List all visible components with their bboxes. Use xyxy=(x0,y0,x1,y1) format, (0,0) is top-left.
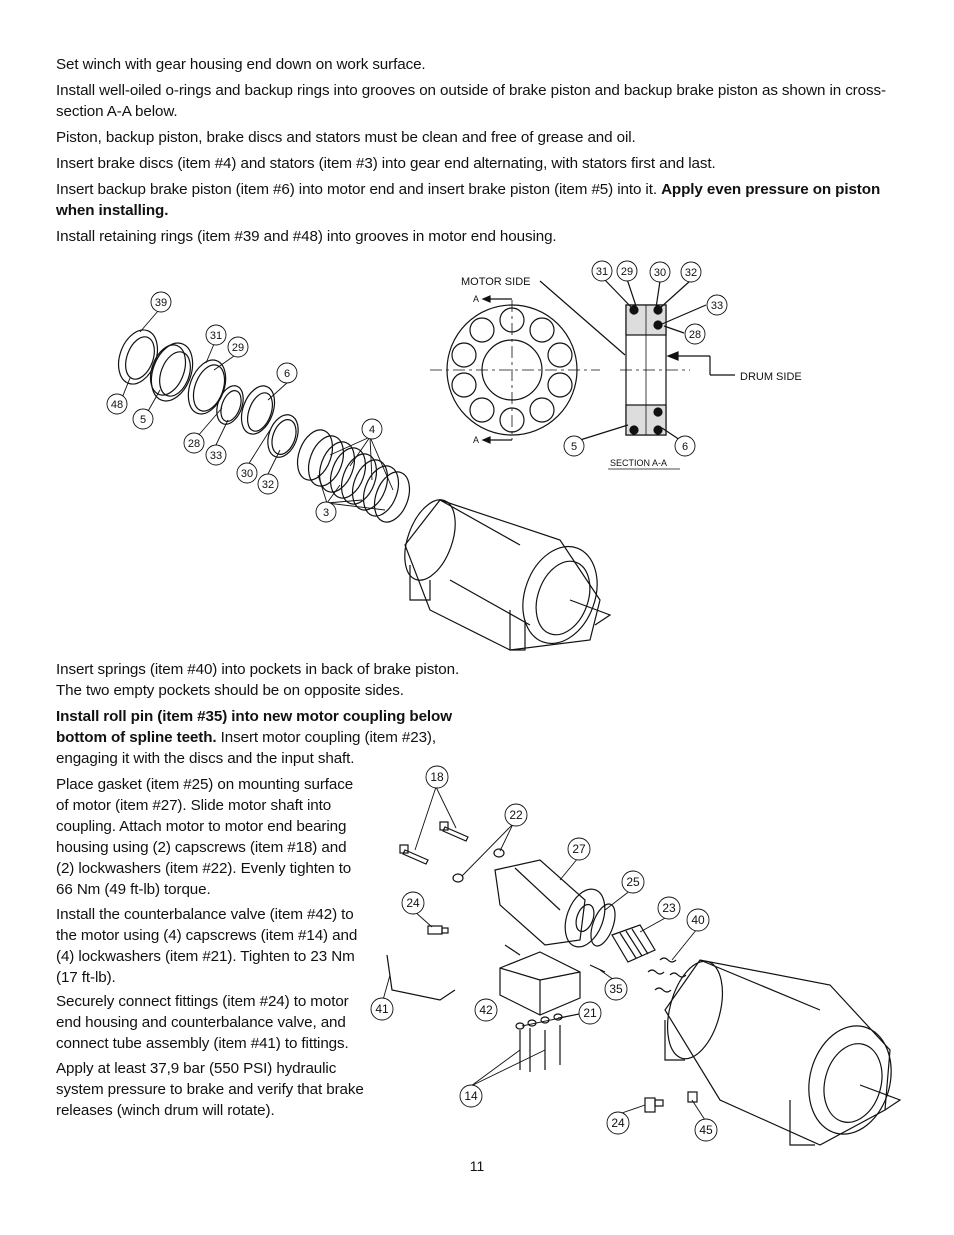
callout-33: 33 xyxy=(210,450,222,462)
callout-29: 29 xyxy=(232,342,244,354)
instruction-counterbalance-valve: Install the counterbalance valve (item #… xyxy=(56,906,358,986)
brake-disc-stack xyxy=(296,429,411,523)
callout-45: 45 xyxy=(699,1123,713,1137)
winch-housing-drawing xyxy=(404,499,612,651)
section-labels: MOTOR SIDE DRUM SIDE SECTION A-A A A xyxy=(461,276,802,468)
callout-numbers-fig1: 39 31 29 6 48 5 4 28 33 30 32 3 31 29 30… xyxy=(111,266,723,519)
oring-30-32 xyxy=(267,414,299,458)
fitting-24-top xyxy=(427,925,449,935)
section-callout-5: 5 xyxy=(571,441,577,453)
lockwashers-22 xyxy=(452,848,505,883)
callout-27: 27 xyxy=(572,842,586,856)
section-view-circle xyxy=(430,295,600,444)
callout-4: 4 xyxy=(369,424,375,436)
drum-side-label: DRUM SIDE xyxy=(740,371,802,383)
callout-23: 23 xyxy=(662,901,676,915)
section-callout-32: 32 xyxy=(685,267,697,279)
callout-leaders-fig1 xyxy=(121,310,394,511)
instruction-insert-discs: Insert brake discs (item #4) and stators… xyxy=(56,155,716,172)
section-marker-bottom: A xyxy=(473,435,479,445)
callout-3: 3 xyxy=(323,507,329,519)
section-callout-33: 33 xyxy=(711,300,723,312)
instruction-insert-pistons-warning: Apply even pressure on piston when insta… xyxy=(56,181,881,219)
callout-14: 14 xyxy=(464,1089,478,1103)
roll-pin-35 xyxy=(589,964,606,973)
plug-45 xyxy=(687,1091,698,1103)
section-callout-28: 28 xyxy=(689,329,701,341)
motor-side-label: MOTOR SIDE xyxy=(461,276,530,288)
callout-5: 5 xyxy=(140,414,146,426)
callout-21: 21 xyxy=(583,1006,597,1020)
instruction-roll-pin-text: Insert motor coupling (item #23), engagi… xyxy=(56,729,436,767)
instruction-insert-pistons-text: Insert backup brake piston (item #6) int… xyxy=(56,181,662,198)
brake-exploded-diagram: 39 31 29 6 48 5 4 28 33 30 32 3 31 29 30… xyxy=(106,260,802,651)
callout-6: 6 xyxy=(284,368,290,380)
callout-35: 35 xyxy=(609,982,623,996)
motor-assembly-diagram: 18 22 27 25 23 40 24 41 42 21 35 14 24 4… xyxy=(370,765,902,1146)
instruction-set-winch: Set winch with gear housing end down on … xyxy=(56,56,426,73)
section-view-cut xyxy=(539,278,735,470)
instruction-install-orings: Install well-oiled o-rings and backup ri… xyxy=(56,82,886,120)
motor-coupling-23 xyxy=(611,924,656,963)
section-callout-6: 6 xyxy=(682,441,688,453)
instruction-roll-pin: Install roll pin (item #35) into new mot… xyxy=(56,706,476,769)
callout-bubbles-fig2 xyxy=(370,765,718,1142)
instruction-insert-springs: Insert springs (item #40) into pockets i… xyxy=(56,661,460,699)
tube-assembly-41 xyxy=(386,954,456,1001)
callout-leaders-fig2 xyxy=(382,786,706,1121)
instruction-clean-parts: Piston, backup piston, brake discs and s… xyxy=(56,129,636,146)
section-callout-31: 31 xyxy=(596,266,608,278)
counterbalance-valve-42 xyxy=(499,951,581,1016)
callout-25: 25 xyxy=(626,875,640,889)
callout-40: 40 xyxy=(691,913,705,927)
callout-41: 41 xyxy=(375,1002,389,1016)
winch-housing-drawing-2 xyxy=(664,959,902,1146)
backup-piston-6 xyxy=(240,385,276,435)
gasket-25 xyxy=(590,903,616,947)
callout-bubbles-fig1 xyxy=(106,260,728,523)
lockwashers-21 xyxy=(515,1013,563,1030)
callout-32: 32 xyxy=(262,479,274,491)
oring-28-33 xyxy=(216,385,244,425)
instruction-connect-fittings: Securely connect fittings (item #24) to … xyxy=(56,993,349,1052)
callout-48: 48 xyxy=(111,399,123,411)
callout-28: 28 xyxy=(188,438,200,450)
callout-18: 18 xyxy=(430,770,444,784)
springs-40 xyxy=(647,957,687,993)
callout-39: 39 xyxy=(155,297,167,309)
instruction-gasket-motor: Place gasket (item #25) on mounting surf… xyxy=(56,776,354,898)
callout-24-top: 24 xyxy=(406,896,420,910)
section-marker-top: A xyxy=(473,294,479,304)
capscrews-18 xyxy=(399,821,469,865)
callout-22: 22 xyxy=(509,808,523,822)
section-aa-label: SECTION A-A xyxy=(610,458,667,468)
section-callout-29: 29 xyxy=(621,266,633,278)
callout-30: 30 xyxy=(241,468,253,480)
callout-24-bottom: 24 xyxy=(611,1116,625,1130)
instruction-pressure-test: Apply at least 37,9 bar (550 PSI) hydrau… xyxy=(56,1060,364,1119)
instruction-roll-pin-warning: Install roll pin (item #35) into new mot… xyxy=(56,708,452,746)
hydraulic-motor-27 xyxy=(494,859,606,956)
capscrews-14 xyxy=(519,1025,561,1072)
page-number: 11 xyxy=(469,1158,485,1174)
brake-piston-5 xyxy=(149,342,194,402)
section-callout-30: 30 xyxy=(654,267,666,279)
fitting-24-bottom xyxy=(644,1097,664,1113)
instruction-retaining-rings: Install retaining rings (item #39 and #4… xyxy=(56,228,557,245)
callout-numbers-fig2: 18 22 27 25 23 40 24 41 42 21 35 14 24 4… xyxy=(375,770,713,1137)
oring-31-29 xyxy=(187,359,227,415)
callout-42: 42 xyxy=(479,1003,493,1017)
callout-31: 31 xyxy=(210,330,222,342)
instruction-insert-pistons: Insert backup brake piston (item #6) int… xyxy=(56,179,896,221)
